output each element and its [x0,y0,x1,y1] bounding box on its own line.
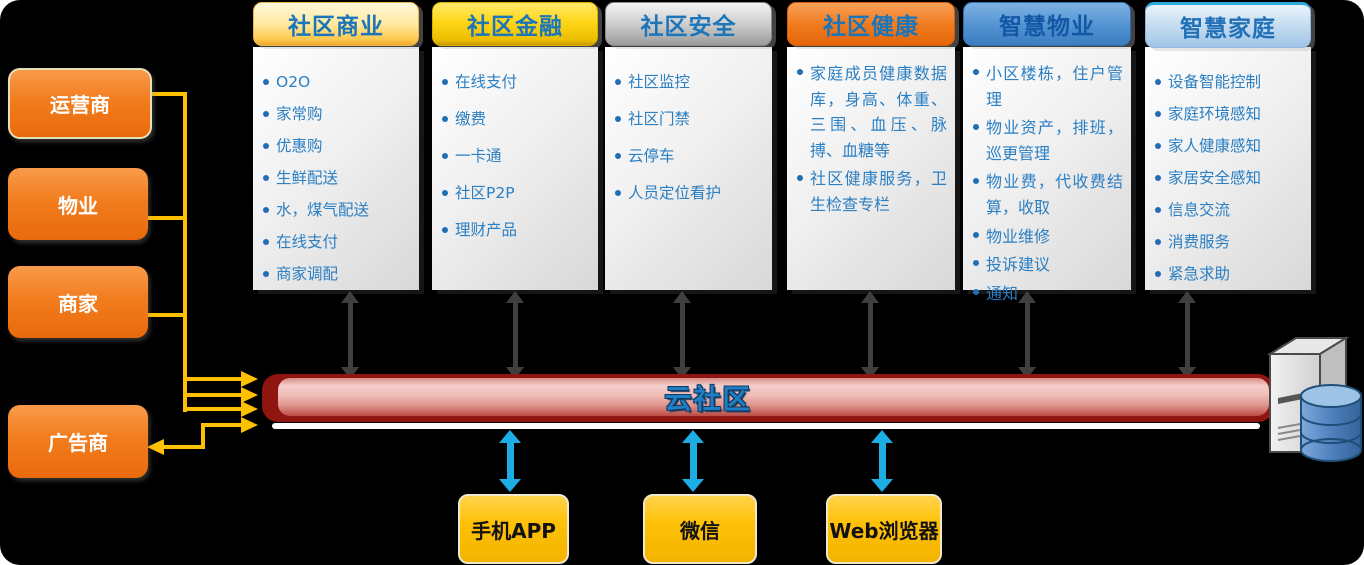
list-item: 家人健康感知 [1149,135,1303,157]
connector-line-merchant [130,313,185,317]
list-item: 社区健康服务，卫生检查专栏 [791,166,947,217]
column-header-community-security: 社区安全 [605,2,772,46]
column-header-smart-property: 智慧物业 [963,2,1131,46]
merchant-box: 商家 [8,266,148,338]
column-item-list: 在线支付缴费一卡通社区P2P 理财产品 [432,47,598,241]
advertiser-box: 广告商 [8,405,148,478]
column-bus-arrow-3 [672,291,692,379]
arrowhead-to-advertiser [147,439,164,455]
list-item: 云停车 [609,145,764,167]
list-item: 商家调配 [257,263,411,285]
operator-box: 运营商 [8,68,152,139]
column-body: 小区楼栋，住户管理物业资产，排班，巡更管理物业费，代收费结算，收取物业维修投诉建… [963,47,1131,303]
column-header-community-health: 社区健康 [787,2,955,46]
column-bus-arrow-5 [1017,291,1037,379]
merchant-label: 商家 [58,291,98,316]
advertiser-riser-line [201,423,205,449]
mobile-app-box: 手机APP [458,494,569,564]
connector-line-property [130,216,185,220]
list-item: 紧急求助 [1149,263,1303,285]
cloud-community-bus: 云社区 [262,374,1274,429]
column-item-list: 社区监控社区门禁云停车人员定位看护 [605,47,772,204]
column-body: 家庭成员健康数据库，身高、体重、三围、血压、脉搏、血糖等社区健康服务，卫生检查专… [787,47,955,290]
list-item: 在线支付 [436,71,590,93]
list-item: 家常购 [257,103,411,125]
connector-line-bus-1 [185,377,241,381]
wechat-label: 微信 [680,518,720,543]
column-body: 社区监控社区门禁云停车人员定位看护 [605,47,772,290]
list-item: 消费服务 [1149,231,1303,253]
list-item: 信息交流 [1149,199,1303,221]
column-item-list: 家庭成员健康数据库，身高、体重、三围、血压、脉搏、血糖等社区健康服务，卫生检查专… [787,47,955,218]
column-body: 在线支付缴费一卡通社区P2P 理财产品 [432,47,598,290]
list-item: 物业费，代收费结算，收取 [967,169,1123,220]
column-bus-arrow-6 [1177,291,1197,379]
column-header-smart-home: 智慧家庭 [1145,2,1311,48]
list-item: O2O [257,71,411,93]
column-bus-arrow-1 [340,291,360,379]
column-bus-arrow-4 [860,291,880,379]
list-item: 物业维修 [967,224,1123,250]
column-smart-home: 智慧家庭 设备智能控制家庭环境感知家人健康感知家居安全感知信息交流消费服务紧急求… [1145,2,1311,290]
property-box: 物业 [8,168,148,240]
connector-line-bus-2 [185,393,241,397]
bus-label: 云社区 [664,384,752,416]
list-item: 通知 [967,281,1123,307]
list-item: 社区监控 [609,71,764,93]
list-item: 小区楼栋，住户管理 [967,61,1123,112]
column-community-security: 社区安全 社区监控社区门禁云停车人员定位看护 [605,2,772,290]
list-item: 家居安全感知 [1149,167,1303,189]
web-browser-box: Web浏览器 [826,494,942,564]
server-database-icon [1256,332,1364,470]
column-community-commerce: 社区商业 O2O 家常购优惠购生鲜配送水，煤气配送在线支付商家调配 [253,2,419,290]
operator-label: 运营商 [50,93,110,117]
list-item: 水，煤气配送 [257,199,411,221]
bus-gloss [278,378,1269,416]
arrowhead-to-bus-2 [241,387,258,403]
list-item: 人员定位看护 [609,182,764,204]
list-item: 优惠购 [257,135,411,157]
arrowhead-to-bus-3 [241,401,258,417]
column-community-finance: 社区金融 在线支付缴费一卡通社区P2P 理财产品 [432,2,598,290]
list-item: 缴费 [436,108,590,130]
mobile-app-label: 手机APP [471,518,556,543]
property-label: 物业 [58,193,98,218]
list-item: 在线支付 [257,231,411,253]
bus-client-arrow-3 [871,430,893,492]
connector-line-operator [130,92,185,96]
list-item: 物业资产，排班，巡更管理 [967,115,1123,166]
list-item: 生鲜配送 [257,167,411,189]
column-item-list: 小区楼栋，住户管理物业资产，排班，巡更管理物业费，代收费结算，收取物业维修投诉建… [963,47,1131,306]
list-item: 投诉建议 [967,252,1123,278]
column-smart-property: 智慧物业 小区楼栋，住户管理物业资产，排班，巡更管理物业费，代收费结算，收取物业… [963,2,1131,303]
bus-client-arrow-1 [499,430,521,492]
column-header-community-commerce: 社区商业 [253,2,419,46]
list-item: 一卡通 [436,145,590,167]
advertiser-label: 广告商 [48,431,108,455]
column-body: 设备智能控制家庭环境感知家人健康感知家居安全感知信息交流消费服务紧急求助 [1145,47,1311,290]
list-item: 理财产品 [436,219,590,241]
list-item: 家庭成员健康数据库，身高、体重、三围、血压、脉搏、血糖等 [791,61,947,163]
wechat-box: 微信 [643,494,757,564]
column-bus-arrow-2 [505,291,525,379]
list-item: 设备智能控制 [1149,71,1303,93]
connector-line-advertiser [163,445,205,449]
connector-line-bus-4 [201,423,241,427]
arrowhead-to-bus-1 [241,371,258,387]
connector-line-bus-3 [185,407,241,411]
bus-client-arrow-2 [682,430,704,492]
list-item: 社区P2P [436,182,590,204]
web-browser-label: Web浏览器 [829,518,939,543]
column-item-list: O2O 家常购优惠购生鲜配送水，煤气配送在线支付商家调配 [253,47,419,285]
stakeholder-trunk-line [183,92,187,412]
column-item-list: 设备智能控制家庭环境感知家人健康感知家居安全感知信息交流消费服务紧急求助 [1145,47,1311,285]
column-community-health: 社区健康 家庭成员健康数据库，身高、体重、三围、血压、脉搏、血糖等社区健康服务，… [787,2,955,290]
column-body: O2O 家常购优惠购生鲜配送水，煤气配送在线支付商家调配 [253,47,419,290]
list-item: 家庭环境感知 [1149,103,1303,125]
column-header-community-finance: 社区金融 [432,2,598,46]
list-item: 社区门禁 [609,108,764,130]
arrowhead-to-bus-4 [241,417,258,433]
